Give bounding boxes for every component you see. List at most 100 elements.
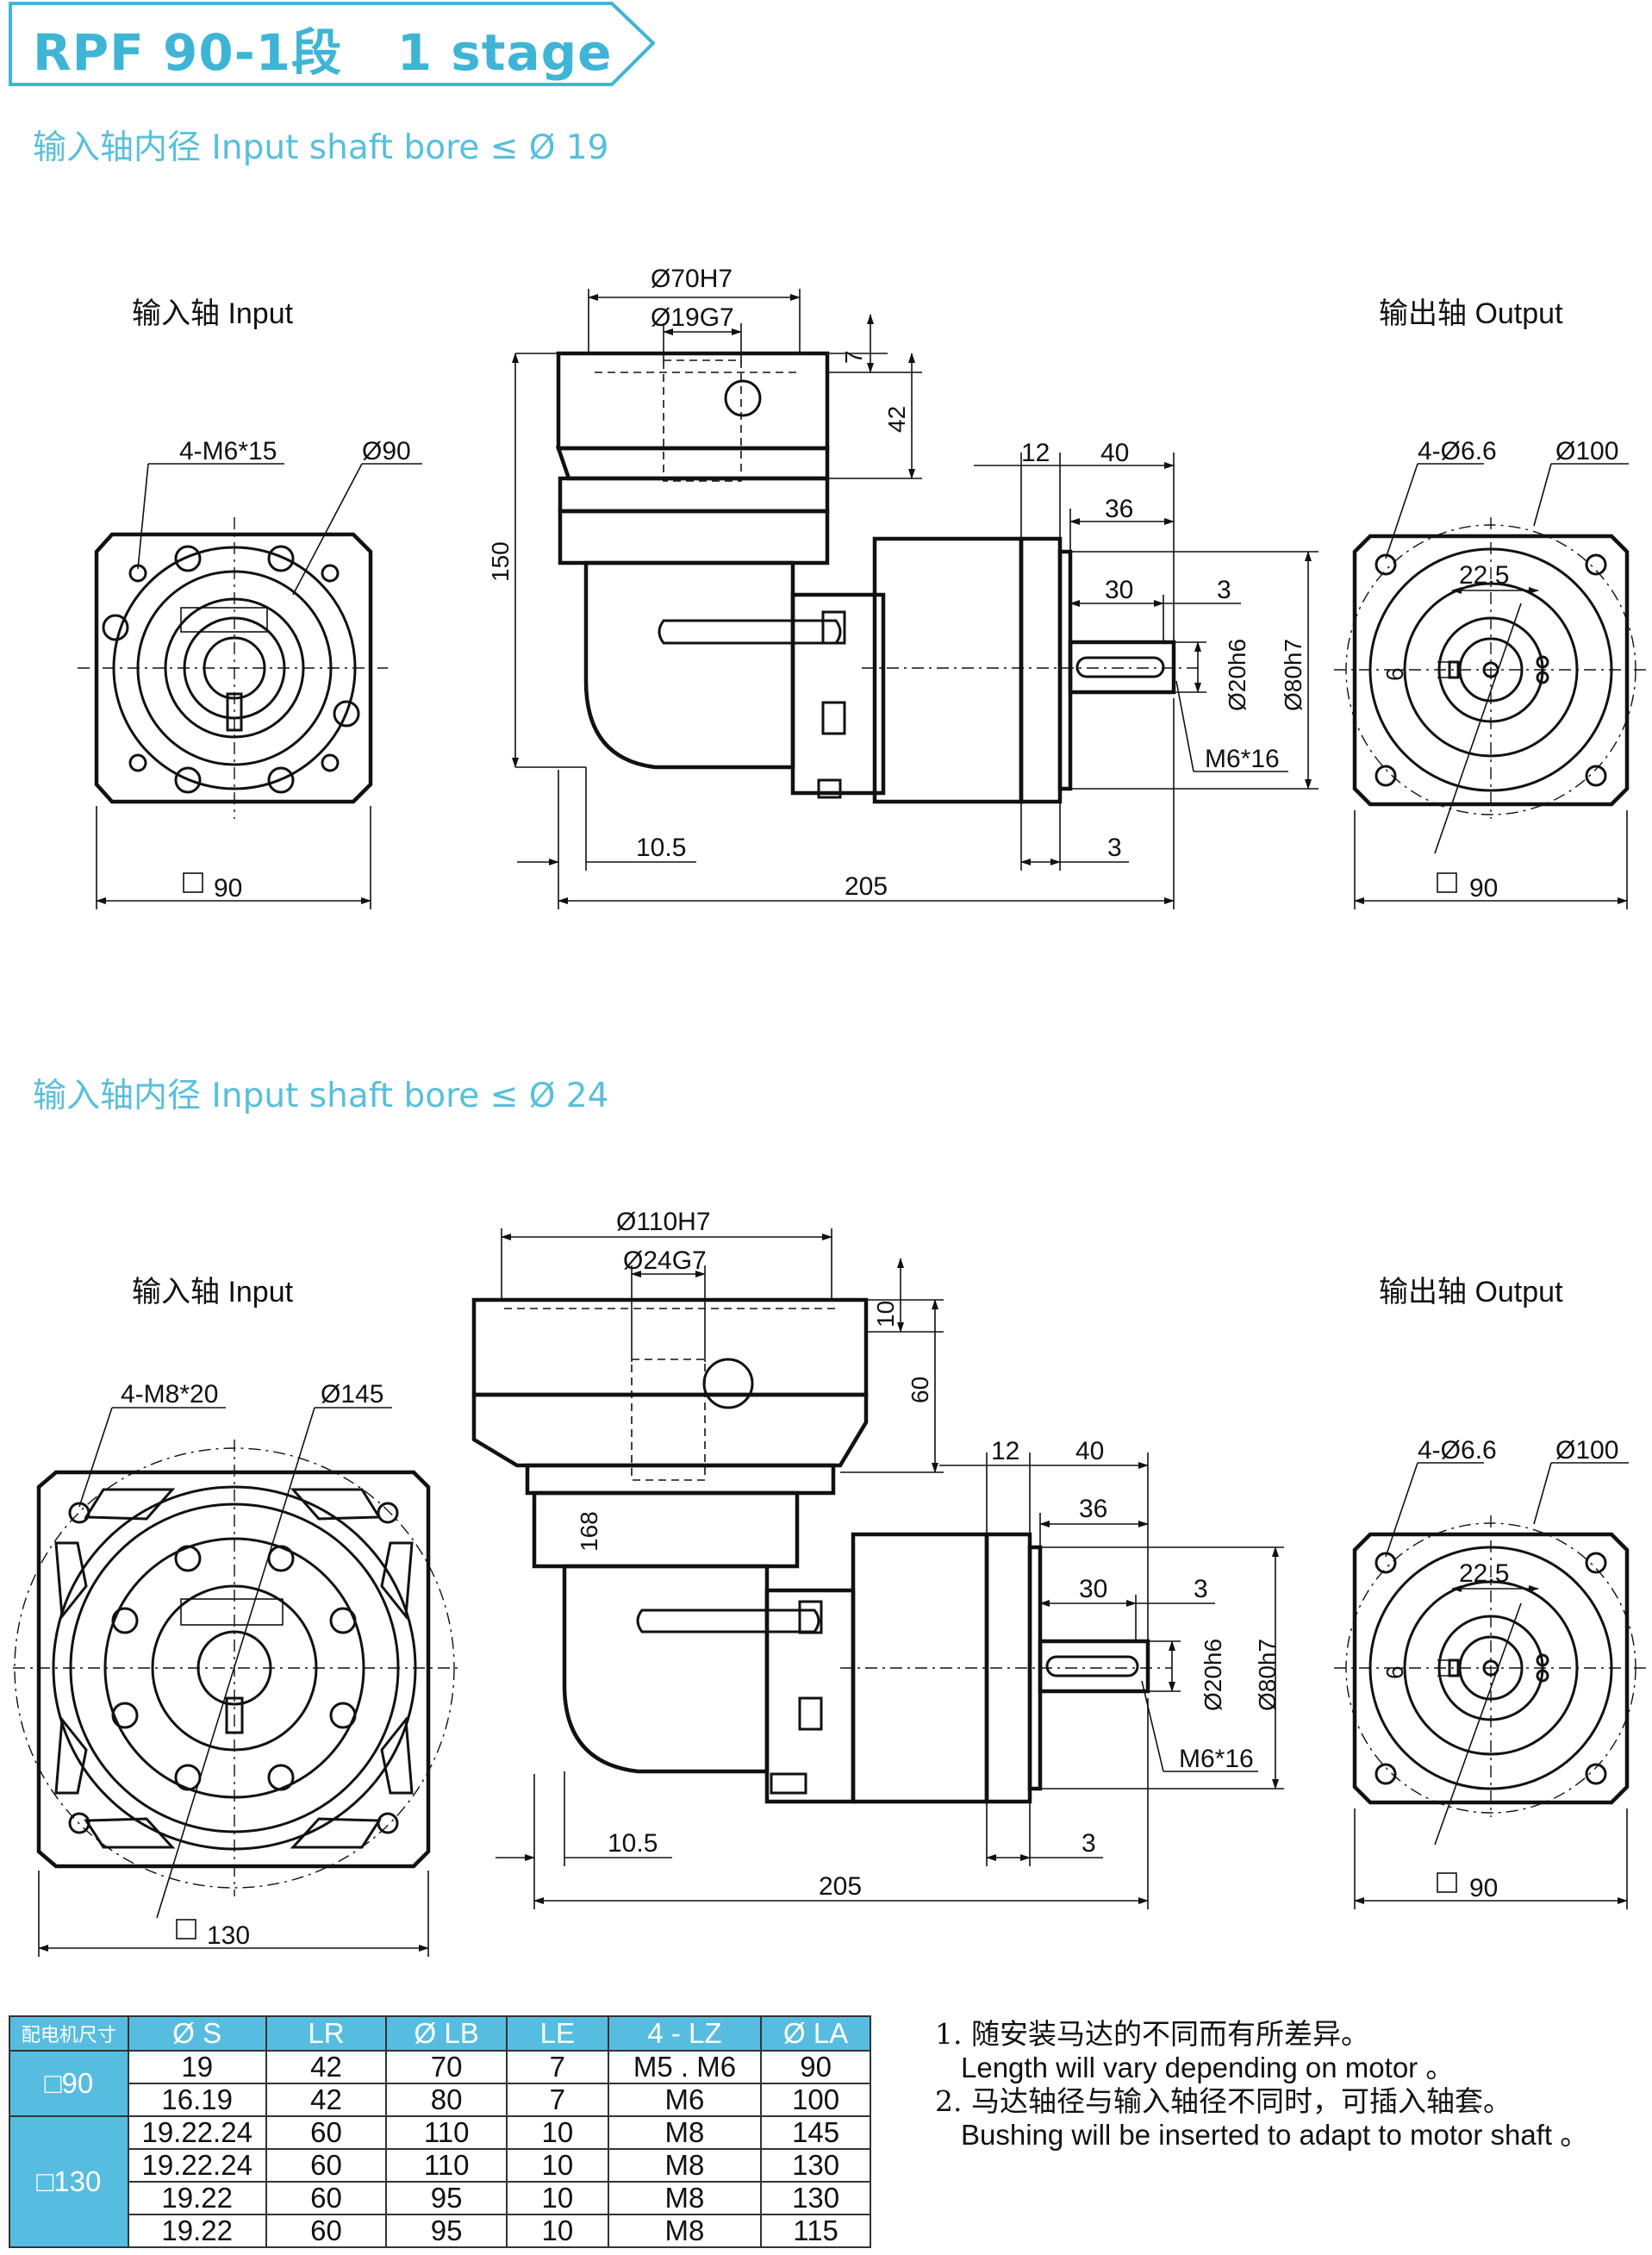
technical-drawing: 输入轴 Input 输出轴 Output 4-M6*15 Ø90 90	[13, 265, 1648, 1957]
table-cell: 100	[760, 2083, 871, 2117]
s1-bore-inner: Ø19G7	[651, 303, 734, 332]
s1-output-view-label: 输出轴 Output	[1379, 297, 1563, 330]
table-cell: 10	[505, 2181, 609, 2215]
col-header-lz: 4 - LZ	[607, 2015, 763, 2052]
note-2-en: Bushing will be inserted to adapt to mot…	[961, 2119, 1589, 2151]
s1-input-holes: 4-M6*15	[179, 437, 277, 465]
table-cell: 110	[385, 2148, 508, 2183]
s2-pilot-dia: Ø80h7	[1254, 1639, 1281, 1711]
s1-pilot-dia: Ø80h7	[1280, 639, 1306, 711]
table-cell: 80	[385, 2083, 508, 2117]
s1-bore-outer: Ø70H7	[651, 265, 732, 293]
s1-input-pcd: Ø90	[362, 437, 411, 465]
s1-height: 150	[487, 541, 514, 582]
table-cell: 10	[505, 2115, 609, 2150]
s1-input-view-label: 输入轴 Input	[132, 297, 294, 330]
s2-height: 168	[576, 1511, 602, 1552]
s1-dim-36: 36	[1105, 495, 1133, 523]
table-cell: 130	[760, 2181, 871, 2215]
col-header-motor-size: 配电机尺寸	[9, 2015, 129, 2052]
motor-size-table: 配电机尺寸 Ø S LR Ø LB LE 4 - LZ Ø LA □90 19 …	[9, 2015, 871, 2248]
table-cell: M8	[607, 2148, 763, 2183]
s2-input-pcd: Ø145	[321, 1380, 383, 1409]
section1-subtitle: 输入轴内径 Input shaft bore ≤ Ø 19	[33, 128, 609, 167]
table-cell: 95	[385, 2214, 508, 2248]
table-cell: 60	[265, 2148, 388, 2183]
s1-dim-3b: 3	[1107, 834, 1122, 862]
s2-input-holes: 4-M8*20	[121, 1380, 218, 1409]
s1-length: 205	[845, 872, 888, 901]
s2-output-view-label: 输出轴 Output	[1379, 1276, 1563, 1309]
s2-dim-30: 30	[1079, 1575, 1107, 1603]
s2-bore-outer: Ø110H7	[616, 1208, 711, 1236]
s2-depth-lr: 60	[907, 1377, 933, 1403]
s1-side-view	[512, 289, 1318, 909]
s1-dim-10-5: 10.5	[636, 834, 686, 862]
table-cell: 145	[760, 2115, 871, 2150]
s1-output-key: 22.5	[1459, 561, 1509, 590]
table-cell: 19	[127, 2050, 267, 2084]
s2-output-key: 22.5	[1459, 1559, 1509, 1588]
s1-dim-3a: 3	[1217, 576, 1231, 604]
note-1-zh: 1. 随安装马达的不同而有所差异。	[935, 2017, 1369, 2051]
s1-shaft-dia: Ø20h6	[1224, 639, 1250, 711]
group-label-130: □130	[9, 2115, 129, 2248]
col-header-s: Ø S	[127, 2015, 267, 2052]
s2-dim-12: 12	[991, 1437, 1019, 1465]
table-row: □130 19.22.24 60 110 10 M8 145	[9, 2115, 871, 2248]
table-row: 16.19 42 80 7 M6 100	[9, 2083, 871, 2117]
table-header-row: 配电机尺寸 Ø S LR Ø LB LE 4 - LZ Ø LA	[9, 2015, 871, 2052]
table-cell: 16.19	[127, 2083, 267, 2117]
notes: 1. 随安装马达的不同而有所差异。 Length will vary depen…	[935, 2017, 1642, 2152]
table-row: 19.22.24 60 110 10 M8 130	[9, 2148, 871, 2183]
s1-depth-lr: 42	[883, 406, 910, 433]
s2-output-holes: 4-Ø6.6	[1418, 1436, 1497, 1465]
table-cell: 42	[265, 2083, 388, 2117]
table-cell: 90	[760, 2050, 871, 2084]
table-cell: M8	[607, 2181, 763, 2215]
group-label-90: □90	[9, 2050, 129, 2117]
s2-dim-36: 36	[1079, 1495, 1107, 1523]
page-title: RPF 90-1段 1 stage	[33, 23, 613, 82]
col-header-lr: LR	[265, 2015, 388, 2052]
s2-dim-40: 40	[1075, 1437, 1104, 1465]
s1-output-square: 90	[1469, 874, 1498, 903]
s1-dim-30: 30	[1105, 576, 1133, 604]
table-row: 19.22 60 95 10 M8 115	[9, 2214, 871, 2248]
table-cell: 115	[760, 2214, 871, 2248]
note-2-zh: 2. 马达轴径与输入轴径不同时，可插入轴套。	[935, 2084, 1512, 2118]
s2-side-view	[471, 1228, 1284, 1909]
s2-input-view	[13, 1407, 461, 1957]
s2-input-square: 130	[207, 1921, 250, 1950]
s2-output-square: 90	[1469, 1874, 1498, 1902]
table-cell: M5 . M6	[607, 2050, 763, 2084]
s1-tap: M6*16	[1205, 745, 1280, 773]
s2-tap: M6*16	[1179, 1745, 1254, 1773]
table-cell: 60	[265, 2115, 388, 2150]
s2-output-pcd: Ø100	[1555, 1436, 1618, 1465]
s2-input-view-label: 输入轴 Input	[132, 1276, 294, 1309]
s2-output-view	[1334, 1462, 1648, 1909]
s1-input-view	[78, 463, 422, 909]
title-banner	[9, 2, 655, 86]
table-cell: 19.22	[127, 2181, 267, 2215]
s2-dim-3b: 3	[1082, 1829, 1096, 1858]
s2-output-key-w: 6	[1381, 1665, 1408, 1679]
table-row: □90 19 42 70 7 M5 . M6 90	[9, 2050, 871, 2117]
s1-dim-12: 12	[1021, 439, 1050, 467]
table-cell: 19.22.24	[127, 2115, 267, 2150]
s2-bore-inner: Ø24G7	[623, 1246, 707, 1275]
col-header-le: LE	[505, 2015, 609, 2052]
table-cell: 60	[265, 2214, 388, 2248]
note-1-en: Length will vary depending on motor 。	[961, 2052, 1455, 2083]
s1-output-key-w: 6	[1381, 667, 1408, 681]
table-cell: 70	[385, 2050, 508, 2084]
table-cell: 110	[385, 2115, 508, 2150]
s1-output-view	[1334, 463, 1648, 909]
section2-subtitle: 输入轴内径 Input shaft bore ≤ Ø 24	[33, 1077, 609, 1115]
table-cell: 95	[385, 2181, 508, 2215]
table-cell: 42	[265, 2050, 388, 2084]
table-cell: 19.22.24	[127, 2148, 267, 2183]
table-cell: M6	[607, 2083, 763, 2117]
